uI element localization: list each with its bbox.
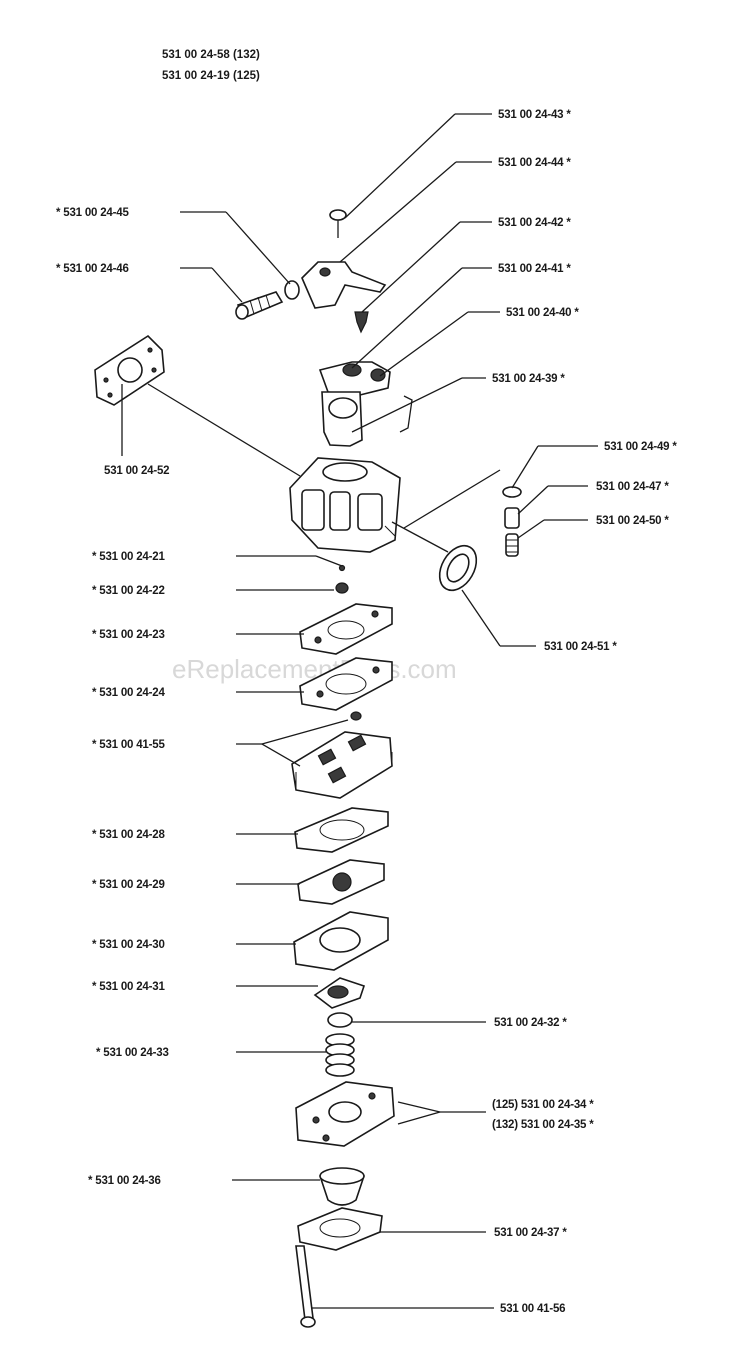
leader-lines (121, 113, 598, 1309)
label-531-00-24-35: (132) 531 00 24-35 * (492, 1119, 594, 1131)
part-screw-43 (329, 209, 347, 238)
label-531-00-41-55: * 531 00 41-55 (92, 739, 165, 751)
part-gasket-37 (297, 1207, 383, 1251)
label-531-00-24-50: 531 00 24-50 * (596, 515, 669, 527)
part-spring-50 (505, 533, 519, 557)
label-531-00-24-36: * 531 00 24-36 (88, 1175, 161, 1187)
label-531-00-24-23: * 531 00 24-23 (92, 629, 165, 641)
part-spring-33 (325, 1033, 355, 1077)
part-gasket-52 (94, 334, 165, 406)
label-531-00-24-46: * 531 00 24-46 (56, 263, 129, 275)
label-531-00-24-44: 531 00 24-44 * (498, 157, 571, 169)
label-531-00-24-52: 531 00 24-52 (104, 465, 169, 477)
part-screw-56 (295, 1245, 316, 1328)
part-valve-47 (504, 507, 520, 529)
part-disc-32 (327, 1012, 353, 1028)
label-531-00-24-39: 531 00 24-39 * (492, 373, 565, 385)
part-seal-51 (438, 544, 478, 592)
part-throttle-lever-44 (301, 261, 387, 309)
label-531-00-24-43: 531 00 24-43 * (498, 109, 571, 121)
part-primer-bulb-36 (319, 1167, 365, 1206)
header-model-125: 531 00 24-19 (125) (162, 70, 260, 82)
label-531-00-24-40: 531 00 24-40 * (506, 307, 579, 319)
label-531-00-24-47: 531 00 24-47 * (596, 481, 669, 493)
label-531-00-24-30: * 531 00 24-30 (92, 939, 165, 951)
label-531-00-24-31: * 531 00 24-31 (92, 981, 165, 993)
label-531-00-24-49: 531 00 24-49 * (604, 441, 677, 453)
label-531-00-41-56: 531 00 41-56 (500, 1303, 565, 1315)
part-carburetor-body (289, 457, 401, 553)
label-531-00-24-45: * 531 00 24-45 (56, 207, 129, 219)
part-gasket-23 (299, 603, 393, 655)
part-throttle-shaft-40-41 (318, 361, 391, 447)
label-531-00-24-41: 531 00 24-41 * (498, 263, 571, 275)
part-pin-21 (338, 564, 346, 572)
part-idle-screw-46 (235, 291, 284, 320)
header-model-132: 531 00 24-58 (132) (162, 49, 260, 61)
label-531-00-24-24: * 531 00 24-24 (92, 687, 165, 699)
label-531-00-24-34: (125) 531 00 24-34 * (492, 1099, 594, 1111)
part-diaphragm-29 (297, 859, 385, 905)
part-cover-34-35 (295, 1081, 395, 1147)
label-531-00-24-32: 531 00 24-32 * (494, 1017, 567, 1029)
label-531-00-24-28: * 531 00 24-28 (92, 829, 165, 841)
part-metering-body-30 (293, 911, 389, 971)
part-needle-42 (354, 311, 369, 334)
label-531-00-24-21: * 531 00 24-21 (92, 551, 165, 563)
label-531-00-24-33: * 531 00 24-33 (96, 1047, 169, 1059)
part-clip-39 (399, 395, 413, 433)
part-gasket-28 (294, 807, 389, 853)
part-ring-49 (502, 486, 522, 498)
label-531-00-24-42: 531 00 24-42 * (498, 217, 571, 229)
label-531-00-24-22: * 531 00 24-22 (92, 585, 165, 597)
label-531-00-24-51: 531 00 24-51 * (544, 641, 617, 653)
label-531-00-24-37: 531 00 24-37 * (494, 1227, 567, 1239)
part-washer-45 (284, 280, 300, 300)
part-pump-cover-55 (291, 711, 393, 799)
part-diaphragm-24 (299, 657, 393, 711)
label-531-00-24-29: * 531 00 24-29 (92, 879, 165, 891)
part-lever-31 (313, 977, 366, 1009)
part-cap-22 (335, 582, 349, 594)
